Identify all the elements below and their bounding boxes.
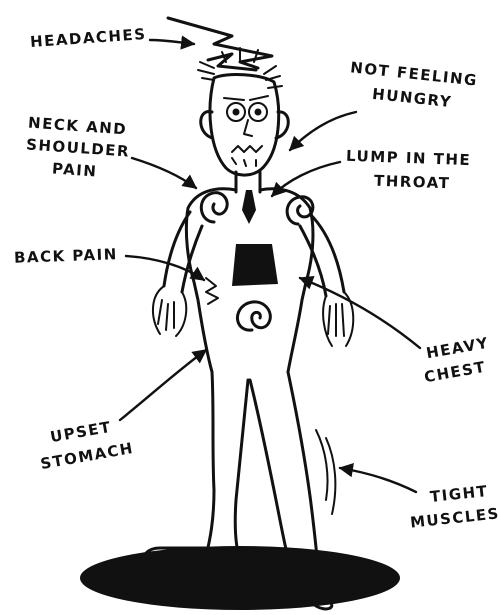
left-leg bbox=[206, 372, 248, 560]
headache-lightning-lower-icon bbox=[208, 54, 256, 70]
tight-muscles-lines-icon bbox=[316, 430, 335, 514]
arrow-not-feeling-hungry bbox=[290, 112, 356, 150]
hair-left bbox=[198, 62, 214, 80]
chin-lines bbox=[232, 158, 256, 166]
nose bbox=[244, 120, 252, 136]
wavy-mouth bbox=[232, 146, 262, 152]
throat-tie bbox=[242, 190, 256, 224]
arrow-tight-muscles bbox=[340, 468, 416, 492]
left-pupil bbox=[233, 109, 240, 116]
stomach-swirl-icon bbox=[237, 302, 270, 330]
left-shoulder-swirl-icon bbox=[201, 193, 227, 222]
eyebrows bbox=[224, 96, 268, 100]
arrow-headaches bbox=[150, 40, 194, 44]
label-back-pain: BACK PAIN bbox=[14, 246, 118, 267]
right-leg bbox=[250, 372, 318, 566]
back-pain-zigzag-icon bbox=[206, 278, 218, 304]
heavy-chest-block bbox=[232, 244, 278, 286]
arrow-neck-shoulder bbox=[132, 158, 196, 188]
right-pupil bbox=[255, 109, 262, 116]
label-neck-shoulder-line3: PAIN bbox=[51, 160, 97, 180]
arrow-heavy-chest bbox=[300, 278, 420, 348]
left-hand bbox=[153, 286, 186, 336]
arrow-upset-stomach bbox=[120, 350, 206, 420]
left-arm bbox=[164, 212, 202, 292]
right-shoulder-swirl-icon bbox=[287, 197, 313, 224]
label-lump-throat-line2: THROAT bbox=[374, 173, 451, 193]
